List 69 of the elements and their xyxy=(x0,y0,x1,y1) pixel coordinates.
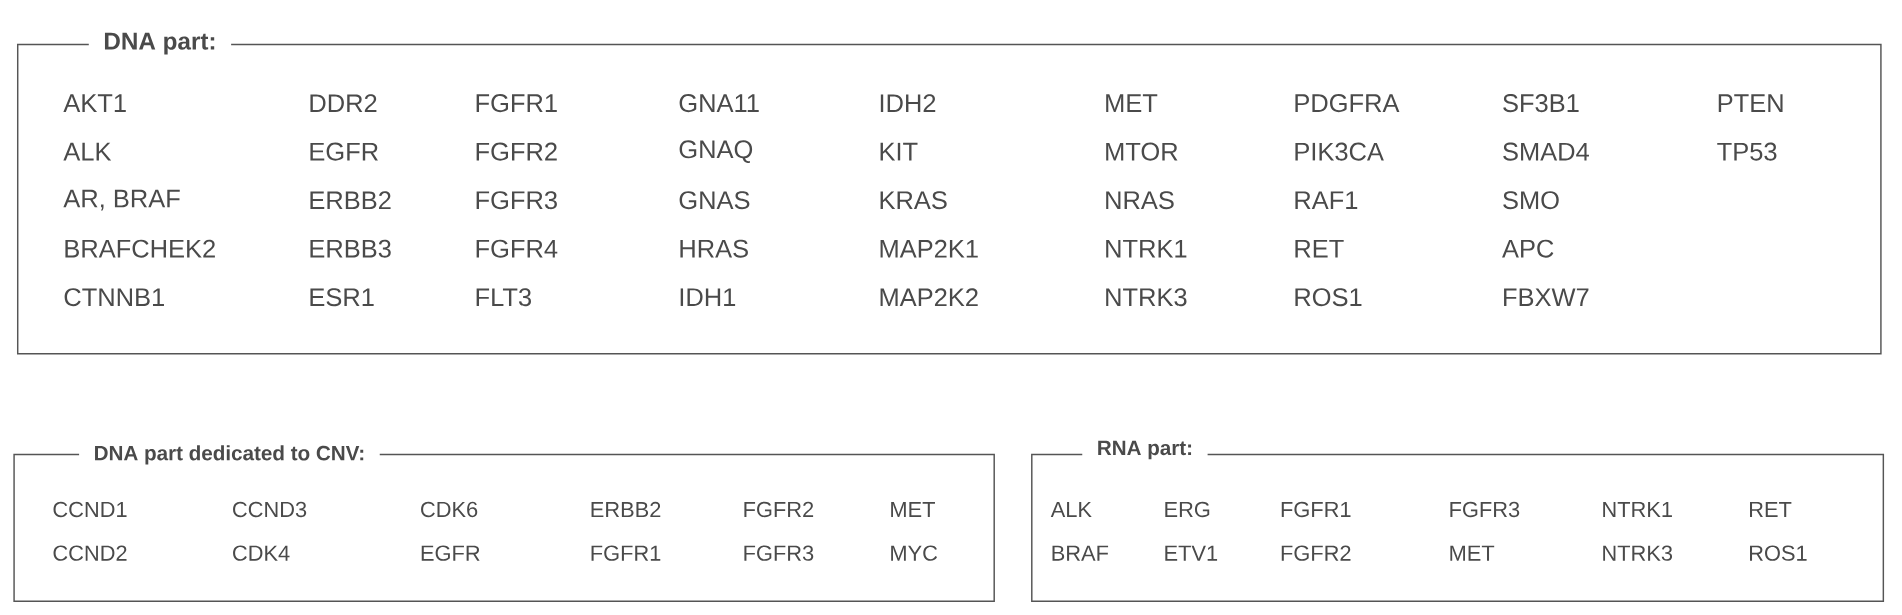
gene-name: FGFR3 xyxy=(1450,501,1520,518)
gene-name: CDK4 xyxy=(233,545,290,561)
gene-name: SF3B1 xyxy=(1503,94,1579,113)
gene-name: ROS1 xyxy=(1750,545,1807,561)
gene-name: AKT1 xyxy=(63,94,126,112)
gene-name: MET xyxy=(1450,545,1495,561)
gene-name: AR, BRAF xyxy=(63,189,180,211)
gene-name: CCND3 xyxy=(233,501,307,518)
gene-name: NRAS xyxy=(1106,191,1174,210)
panel-heading: RNA part: xyxy=(1082,438,1208,462)
gene-name: ESR1 xyxy=(310,288,374,307)
gene-name: NTRK1 xyxy=(1106,239,1187,258)
gene-name: ETV1 xyxy=(1165,545,1218,561)
gene-name: MYC xyxy=(891,545,938,561)
gene-name: CCND2 xyxy=(53,545,127,561)
gene-name: BRAFCHEK2 xyxy=(65,239,215,258)
gene-name: ALK xyxy=(1050,501,1092,517)
gene-name: RAF1 xyxy=(1295,191,1358,209)
gene-name: ERBB3 xyxy=(310,239,391,258)
gene-name: FGFR1 xyxy=(476,94,557,113)
gene-name: SMO xyxy=(1503,191,1559,210)
gene-name: RET xyxy=(1295,239,1344,258)
gene-name: CTNNB1 xyxy=(64,288,164,307)
gene-name: ERG xyxy=(1165,501,1210,518)
gene-name: NTRK3 xyxy=(1106,288,1187,307)
gene-name: ERBB2 xyxy=(310,191,391,210)
gene-name: MAP2K2 xyxy=(880,288,978,307)
gene-name: EGFR xyxy=(310,142,378,161)
gene-name: DDR2 xyxy=(310,94,377,112)
gene-name: KIT xyxy=(880,142,918,161)
gene-name: GNAQ xyxy=(679,140,753,163)
gene-name: MET xyxy=(1106,94,1158,112)
gene-name: NTRK1 xyxy=(1603,501,1672,517)
gene-name: GNA11 xyxy=(679,94,759,113)
gene-name: FGFR1 xyxy=(1281,501,1351,518)
gene-name: CCND1 xyxy=(53,501,127,518)
gene-name: FGFR2 xyxy=(476,142,557,161)
gene-name: FBXW7 xyxy=(1504,288,1589,306)
gene-name: FGFR3 xyxy=(744,545,814,561)
gene-name: BRAF xyxy=(1052,545,1109,561)
gene-name: FLT3 xyxy=(476,288,531,307)
gene-name: MTOR xyxy=(1106,142,1178,161)
gene-name: APC xyxy=(1502,239,1554,258)
gene-name: FGFR2 xyxy=(744,501,814,518)
gene-name: FGFR2 xyxy=(1281,545,1351,561)
gene-name: NTRK3 xyxy=(1603,545,1673,561)
gene-name: FGFR3 xyxy=(476,191,557,210)
gene-name: GNAS xyxy=(679,191,750,210)
gene-name: ALK xyxy=(63,142,112,161)
panel-heading: DNA part: xyxy=(88,30,232,57)
gene-name: CDK6 xyxy=(421,501,478,518)
gene-name: IDH1 xyxy=(680,288,736,306)
gene-name: SMAD4 xyxy=(1503,142,1589,161)
gene-name: HRAS xyxy=(680,239,748,258)
gene-name: FGFR1 xyxy=(591,545,661,561)
gene-name: MET xyxy=(891,501,935,517)
gene-name: TP53 xyxy=(1717,142,1777,161)
gene-name: PDGFRA xyxy=(1295,94,1400,113)
gene-name: PIK3CA xyxy=(1295,142,1384,161)
gene-name: MAP2K1 xyxy=(880,239,978,258)
gene-name: EGFR xyxy=(421,545,480,561)
gene-name: PTEN xyxy=(1718,94,1783,112)
panel-heading: DNA part dedicated to CNV: xyxy=(79,442,380,467)
gene-name: ERBB2 xyxy=(591,501,661,518)
gene-name: FGFR4 xyxy=(476,239,558,258)
gene-name: KRAS xyxy=(880,191,947,210)
gene-name: IDH2 xyxy=(880,94,936,112)
gene-name: ROS1 xyxy=(1295,288,1362,307)
gene-name: RET xyxy=(1750,501,1792,517)
